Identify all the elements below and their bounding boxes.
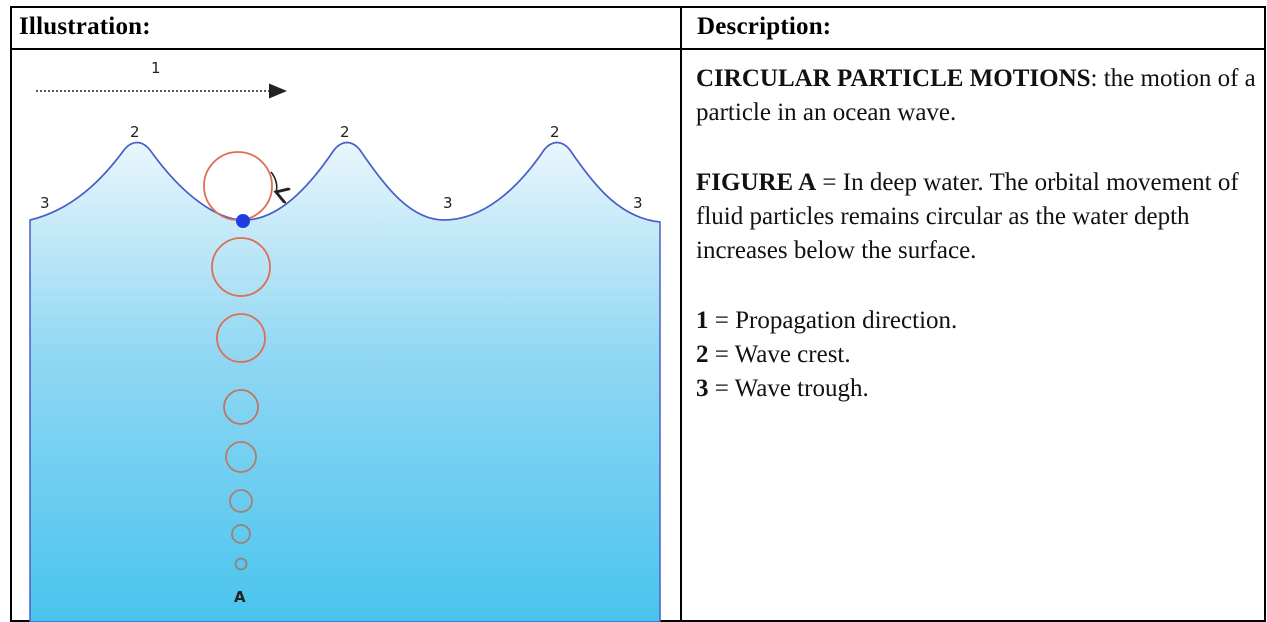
label-crest-3: 2 (550, 123, 560, 141)
label-trough-3: 3 (633, 194, 643, 212)
orbit-depth-5 (229, 489, 253, 513)
description-header: Description: (697, 13, 832, 40)
table-header-row: Illustration: Description: (12, 8, 1264, 50)
wave-diagram: 1 2 2 2 3 3 3 A (29, 59, 661, 622)
legend-key-2: 2 (696, 341, 709, 368)
orbit-depth-3 (223, 389, 259, 425)
legend-text-1: = Propagation direction. (708, 307, 958, 334)
description-title-rest: : the motion of a particle in an ocean w… (696, 65, 1256, 126)
figure-label: FIGURE A (696, 169, 817, 196)
legend-key-1: 1 (696, 307, 709, 334)
wave-surface-line (29, 141, 661, 223)
legend-item-3: 3 = Wave trough. (696, 372, 1261, 406)
water-particle (236, 214, 250, 228)
orbit-surface (203, 151, 273, 221)
orbit-depth-2 (216, 313, 266, 363)
figure-text: = In deep water. The orbital movement of… (696, 169, 1239, 264)
legend-item-2: 2 = Wave crest. (696, 338, 1261, 372)
description-title-paragraph: CIRCULAR PARTICLE MOTIONS: the motion of… (696, 62, 1261, 130)
column-divider (680, 8, 682, 620)
legend-item-1: 1 = Propagation direction. (696, 304, 1261, 338)
content-table: Illustration: Description: (10, 6, 1266, 622)
orbit-depth-6 (231, 524, 251, 544)
orbit-depth-7 (234, 557, 248, 571)
figure-paragraph: FIGURE A = In deep water. The orbital mo… (696, 166, 1261, 268)
orbit-depth-1 (211, 237, 271, 297)
description-title: CIRCULAR PARTICLE MOTIONS (696, 65, 1091, 92)
label-propagation: 1 (151, 59, 161, 77)
orbit-depth-4 (225, 441, 257, 473)
label-bottom-a: A (234, 588, 246, 606)
legend-text-3: = Wave trough. (708, 375, 869, 402)
label-crest-2: 2 (340, 123, 350, 141)
orbit-direction-arrow (270, 171, 277, 192)
water-body (29, 141, 661, 622)
legend-text-2: = Wave crest. (708, 341, 851, 368)
label-trough-1: 3 (40, 194, 50, 212)
legend-key-3: 3 (696, 375, 709, 402)
description-panel: CIRCULAR PARTICLE MOTIONS: the motion of… (696, 62, 1261, 406)
label-trough-2: 3 (443, 194, 453, 212)
illustration-header: Illustration: (19, 13, 151, 40)
wave-illustration: 1 2 2 2 3 3 3 A (12, 50, 680, 622)
label-crest-1: 2 (130, 123, 140, 141)
